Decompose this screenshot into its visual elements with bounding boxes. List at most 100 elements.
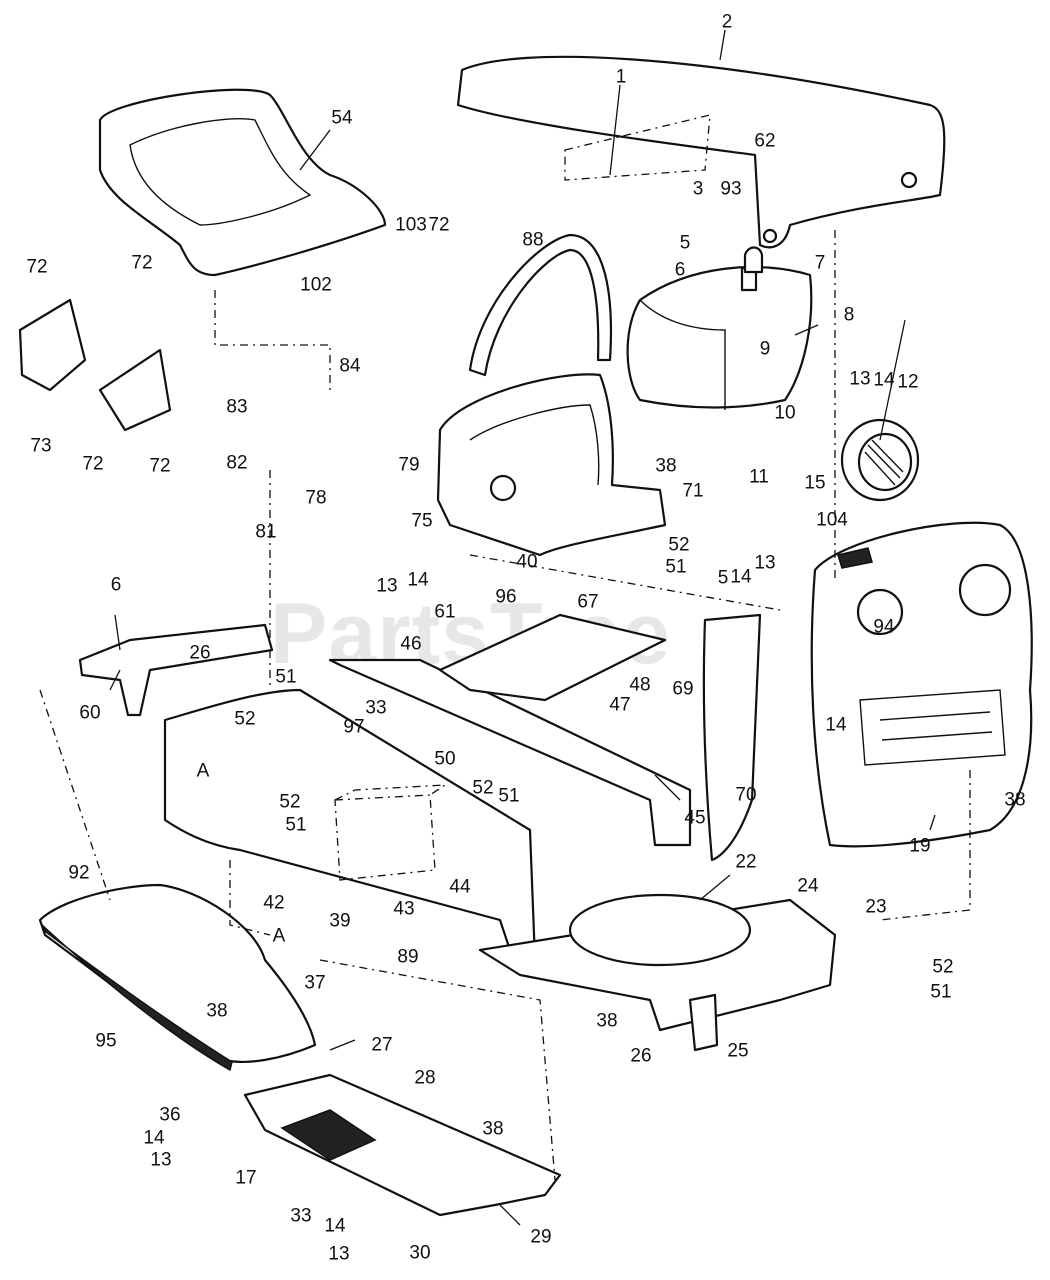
fuel-tank-part [626, 246, 813, 410]
callout-38: 38 [206, 1000, 228, 1022]
callout-44: 44 [449, 876, 471, 898]
callout-103: 103 [395, 214, 427, 236]
callout-94: 94 [873, 616, 895, 638]
callout-1: 1 [615, 66, 627, 88]
callout-38: 38 [655, 455, 677, 477]
callout-10: 10 [774, 402, 796, 424]
callout-96: 96 [495, 586, 517, 608]
callout-14: 14 [407, 569, 429, 591]
callout-5: 5 [679, 232, 691, 254]
callout-29: 29 [530, 1226, 552, 1248]
callout-14: 14 [825, 714, 847, 736]
callout-78: 78 [305, 487, 327, 509]
callout-14: 14 [873, 369, 895, 391]
callout-47: 47 [609, 694, 631, 716]
callout-52: 52 [932, 956, 954, 978]
battery-tray-part [78, 623, 274, 717]
callout-52: 52 [668, 534, 690, 556]
callout-83: 83 [226, 396, 248, 418]
callout-3: 3 [692, 178, 704, 200]
callout-67: 67 [577, 591, 599, 613]
callout-14: 14 [143, 1127, 165, 1149]
callout-27: 27 [371, 1034, 393, 1056]
callout-88: 88 [522, 229, 544, 251]
callout-A: A [272, 925, 286, 947]
callout-71: 71 [682, 480, 704, 502]
callout-39: 39 [329, 910, 351, 932]
callout-33: 33 [365, 697, 387, 719]
callout-23: 23 [865, 896, 887, 918]
callout-26: 26 [189, 642, 211, 664]
callout-13: 13 [754, 552, 776, 574]
callout-52: 52 [472, 777, 494, 799]
callout-33: 33 [290, 1205, 312, 1227]
callout-54: 54 [331, 107, 353, 129]
callout-73: 73 [30, 435, 52, 457]
side-panel-part [702, 613, 762, 862]
callout-6: 6 [110, 574, 122, 596]
callout-12: 12 [897, 371, 919, 393]
callout-38: 38 [596, 1010, 618, 1032]
callout-30: 30 [409, 1242, 431, 1264]
callout-82: 82 [226, 452, 248, 474]
side-bracket-part [18, 298, 87, 392]
callout-51: 51 [665, 556, 687, 578]
hood-part [456, 55, 946, 249]
side-bracket-part-2 [98, 348, 172, 432]
callout-38: 38 [482, 1118, 504, 1140]
callout-92: 92 [68, 862, 90, 884]
callout-2: 2 [721, 11, 733, 33]
headlight-part [840, 418, 920, 502]
frame-part [163, 658, 837, 1052]
callout-13: 13 [849, 368, 871, 390]
callout-72: 72 [428, 214, 450, 236]
callout-51: 51 [285, 814, 307, 836]
callout-45: 45 [684, 807, 706, 829]
callout-89: 89 [397, 946, 419, 968]
callout-48: 48 [629, 674, 651, 696]
callout-79: 79 [398, 454, 420, 476]
callout-104: 104 [816, 509, 848, 531]
callout-52: 52 [234, 708, 256, 730]
callout-7: 7 [814, 252, 826, 274]
battery-part [334, 784, 448, 881]
callout-14: 14 [730, 566, 752, 588]
callout-75: 75 [411, 510, 433, 532]
callout-43: 43 [393, 898, 415, 920]
callout-62: 62 [754, 130, 776, 152]
callout-25: 25 [727, 1040, 749, 1062]
callout-28: 28 [414, 1067, 436, 1089]
callout-42: 42 [263, 892, 285, 914]
callout-26: 26 [630, 1045, 652, 1067]
callout-15: 15 [804, 472, 826, 494]
footrest-part [243, 1073, 562, 1217]
callout-72: 72 [131, 252, 153, 274]
callout-6: 6 [674, 259, 686, 281]
callout-72: 72 [26, 256, 48, 278]
callout-51: 51 [930, 981, 952, 1003]
callout-72: 72 [82, 453, 104, 475]
callout-84: 84 [339, 355, 361, 377]
callout-A: A [196, 760, 210, 782]
callout-13: 13 [150, 1149, 172, 1171]
callout-37: 37 [304, 972, 326, 994]
callout-72: 72 [149, 455, 171, 477]
callout-9: 9 [759, 338, 771, 360]
callout-19: 19 [909, 835, 931, 857]
callout-102: 102 [300, 274, 332, 296]
callout-81: 81 [255, 521, 277, 543]
callout-13: 13 [328, 1243, 350, 1265]
callout-13: 13 [376, 575, 398, 597]
fender-part [38, 883, 317, 1072]
callout-70: 70 [735, 784, 757, 806]
seat-part [98, 88, 387, 277]
callout-60: 60 [79, 702, 101, 724]
callout-95: 95 [95, 1030, 117, 1052]
callout-36: 36 [159, 1104, 181, 1126]
callout-40: 40 [516, 551, 538, 573]
callout-50: 50 [434, 748, 456, 770]
callout-46: 46 [400, 633, 422, 655]
